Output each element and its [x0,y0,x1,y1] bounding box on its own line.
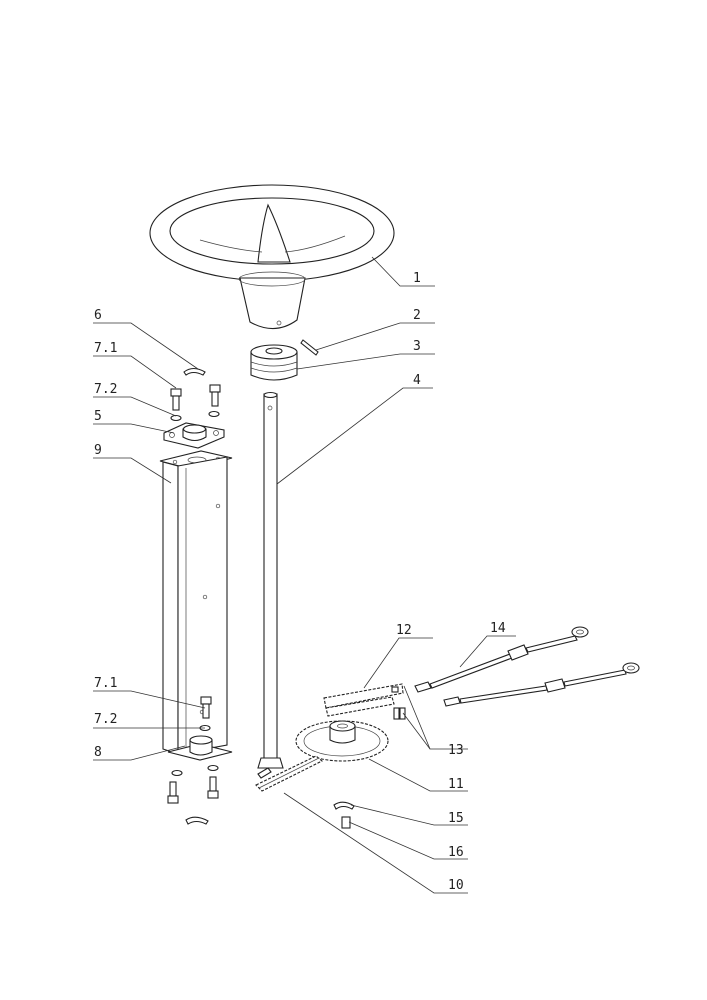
label-15: 15 [448,811,464,826]
column-housing [159,450,233,761]
label-7-1-top: 7.1 [94,341,117,356]
label-8: 8 [94,745,102,760]
upper-chain [323,683,404,717]
part-labels: 1 2 3 4 6 7.1 7.2 5 9 7.1 7.2 8 12 14 13… [94,271,506,893]
leader-lines [93,256,516,894]
chain-connecting-links [391,686,406,720]
sprocket [295,720,389,762]
label-12: 12 [396,623,412,638]
label-9: 9 [94,443,102,458]
label-14: 14 [490,621,506,636]
bolts-bottom [167,696,219,804]
steering-wheel [149,184,395,330]
label-7-1-bottom: 7.1 [94,676,117,691]
bottom-bearing [189,735,213,756]
label-6: 6 [94,308,102,323]
circlip-top [183,367,206,376]
label-3: 3 [413,339,421,354]
circlip-bottom [185,816,209,825]
label-11: 11 [448,777,464,792]
label-7-2-bottom: 7.2 [94,712,117,727]
label-13: 13 [448,743,464,758]
label-2: 2 [413,308,421,323]
label-5: 5 [94,409,102,424]
lower-chain [255,755,323,792]
pin [300,339,319,356]
steering-shaft [257,391,284,769]
bearing-flange [163,422,225,449]
label-10: 10 [448,878,464,893]
washers-top [170,410,220,422]
bolts-top [170,384,221,411]
set-screw [341,816,351,829]
circlip-sprocket [333,801,355,810]
hub-bushing [250,344,298,381]
label-4: 4 [413,373,421,388]
label-1: 1 [413,271,421,286]
control-cables [414,626,640,707]
label-16: 16 [448,845,464,860]
label-7-2-top: 7.2 [94,382,117,397]
